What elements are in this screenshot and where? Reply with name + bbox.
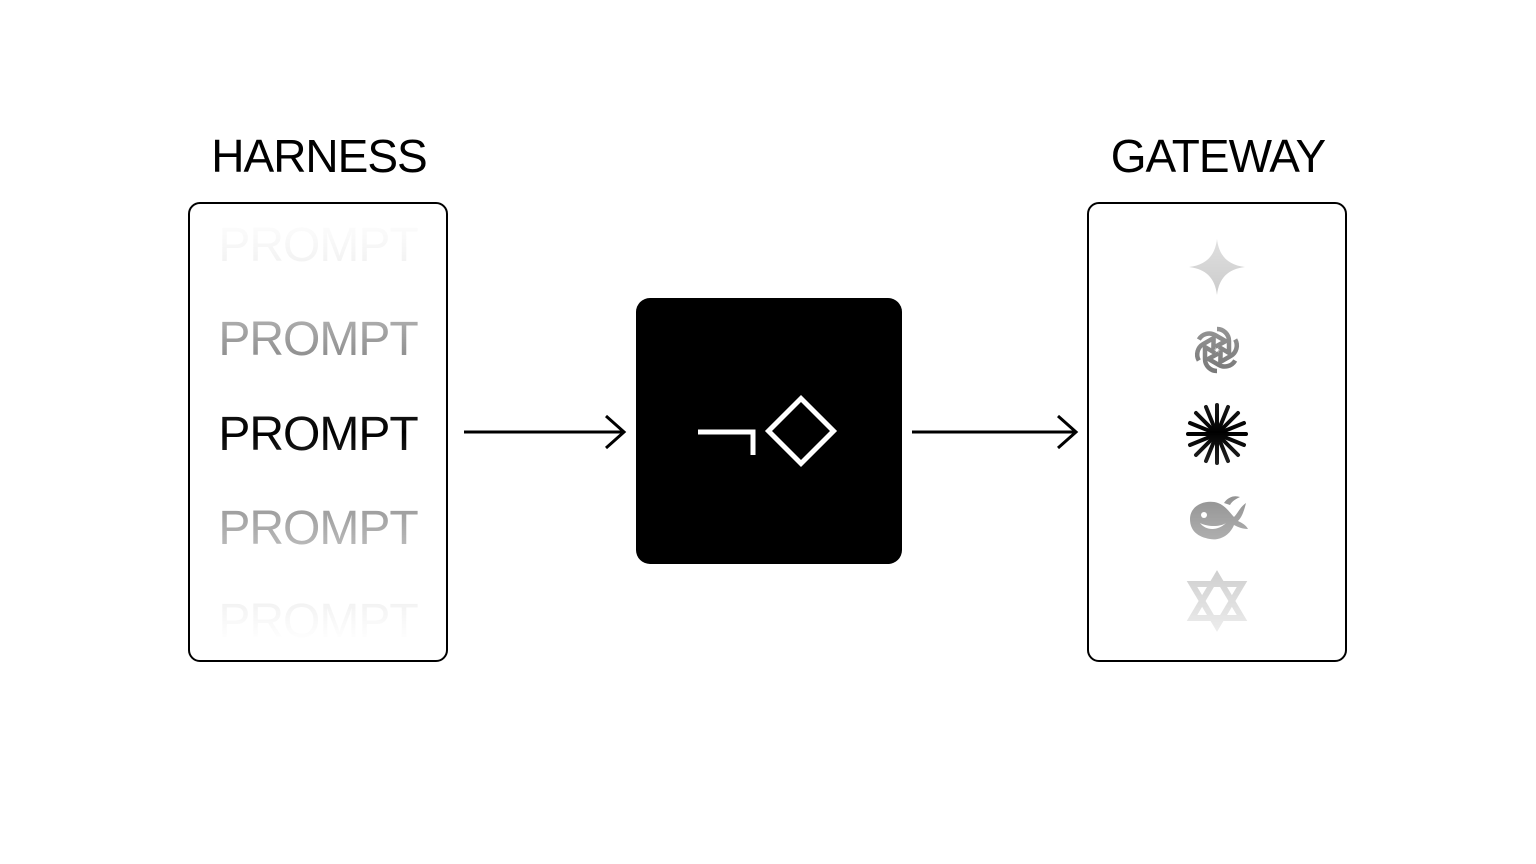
arrow-right-icon [908, 412, 1080, 452]
gateway-core-box [636, 298, 902, 564]
model-logo-list [1089, 204, 1345, 660]
arrow-right-icon [460, 412, 632, 452]
gemini-sparkle-icon [1184, 234, 1250, 300]
openai-knot-icon [1184, 317, 1250, 383]
harness-title: HARNESS [211, 130, 427, 182]
gateway-panel [1087, 202, 1347, 662]
prompt-item: PROMPT [218, 502, 418, 555]
deepseek-whale-icon [1184, 485, 1250, 551]
prompt-item-active: PROMPT [218, 408, 418, 461]
prompt-item: PROMPT [218, 313, 418, 366]
prompt-item: PROMPT [218, 595, 418, 648]
claude-asterisk-icon [1184, 401, 1250, 467]
harness-panel: PROMPT PROMPT PROMPT PROMPT PROMPT [188, 202, 448, 662]
qwen-hexagram-icon [1184, 568, 1250, 634]
prompt-item: PROMPT [218, 219, 418, 272]
gateway-title: GATEWAY [1110, 130, 1327, 182]
prompt-list: PROMPT PROMPT PROMPT PROMPT PROMPT [190, 204, 446, 660]
bracket-diamond-logo-icon [698, 394, 838, 468]
